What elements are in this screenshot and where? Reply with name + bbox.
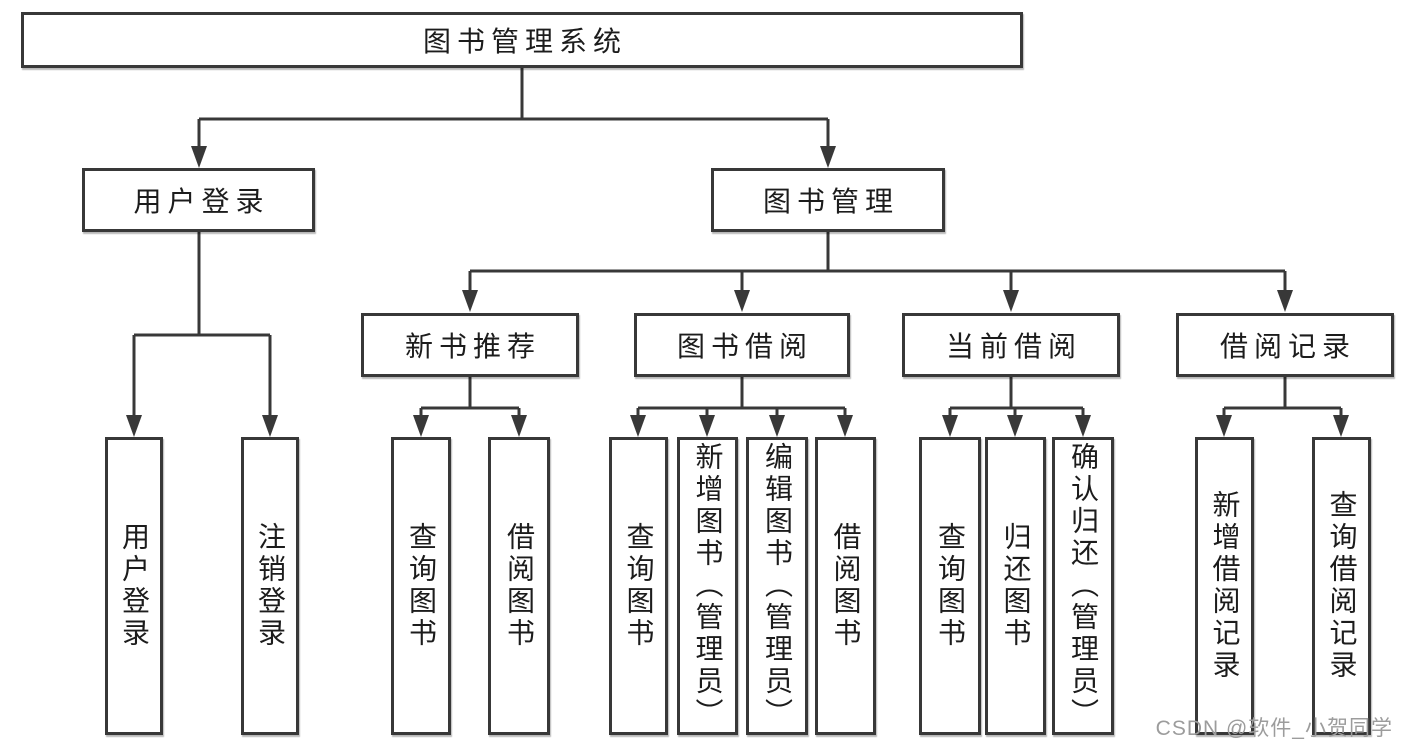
leaf-confirm-return-admin-label: 确认归还（管理员） <box>1068 442 1099 730</box>
leaf-query-borrow-record-label: 查询借阅记录 <box>1326 490 1358 682</box>
node-borrowing-records-label: 借阅记录 <box>1219 331 1356 362</box>
leaf-return-books: 归还图书 <box>985 437 1046 735</box>
leaf-borrow-books-recommend-label: 借阅图书 <box>504 522 535 650</box>
node-user-login: 用户登录 <box>82 168 315 232</box>
node-current-borrowing: 当前借阅 <box>902 313 1120 377</box>
connector-current-borrow-children <box>942 377 1091 437</box>
node-book-management: 图书管理 <box>711 168 945 232</box>
leaf-add-books-admin: 新增图书（管理员） <box>677 437 738 735</box>
node-root: 图书管理系统 <box>21 12 1023 68</box>
leaf-user-login: 用户登录 <box>105 437 163 735</box>
node-book-borrowing: 图书借阅 <box>634 313 850 377</box>
connector-user-login-children <box>126 232 278 437</box>
leaf-add-borrow-record-label: 新增借阅记录 <box>1209 490 1241 682</box>
leaf-confirm-return-admin: 确认归还（管理员） <box>1052 437 1114 735</box>
leaf-edit-books-admin: 编辑图书（管理员） <box>746 437 808 735</box>
leaf-borrow-books-recommend: 借阅图书 <box>488 437 550 735</box>
node-root-label: 图书管理系统 <box>422 26 627 57</box>
leaf-query-books-borrow-label: 查询图书 <box>623 522 655 650</box>
connector-new-book-children <box>413 377 527 437</box>
leaf-query-books-recommend: 查询图书 <box>391 437 451 735</box>
node-book-management-label: 图书管理 <box>762 186 899 217</box>
leaf-borrow-books-label: 借阅图书 <box>830 522 862 650</box>
leaf-query-books-borrow: 查询图书 <box>609 437 668 735</box>
connector-book-borrow-children <box>630 377 853 437</box>
node-user-login-label: 用户登录 <box>133 186 270 217</box>
leaf-logout-label: 注销登录 <box>255 522 286 650</box>
leaf-user-login-label: 用户登录 <box>119 522 150 650</box>
connector-root-to-level2 <box>191 68 836 168</box>
connector-book-mgmt-to-level3 <box>462 232 1293 312</box>
leaf-add-books-admin-label: 新增图书（管理员） <box>692 442 724 730</box>
leaf-query-books-current: 查询图书 <box>919 437 981 735</box>
leaf-query-books-current-label: 查询图书 <box>935 522 966 650</box>
connector-borrow-records-children <box>1216 377 1349 437</box>
leaf-query-borrow-record: 查询借阅记录 <box>1312 437 1371 735</box>
leaf-logout: 注销登录 <box>241 437 299 735</box>
node-current-borrowing-label: 当前借阅 <box>945 331 1082 362</box>
leaf-return-books-label: 归还图书 <box>1000 522 1032 650</box>
csdn-watermark: CSDN @软件_小贺同学 <box>1155 717 1393 740</box>
leaf-add-borrow-record: 新增借阅记录 <box>1195 437 1254 735</box>
node-new-book-recommend-label: 新书推荐 <box>404 331 541 362</box>
node-book-borrowing-label: 图书借阅 <box>676 331 813 362</box>
leaf-edit-books-admin-label: 编辑图书（管理员） <box>762 442 793 730</box>
node-new-book-recommend: 新书推荐 <box>361 313 579 377</box>
node-borrowing-records: 借阅记录 <box>1176 313 1394 377</box>
leaf-query-books-recommend-label: 查询图书 <box>406 522 437 650</box>
leaf-borrow-books: 借阅图书 <box>815 437 876 735</box>
